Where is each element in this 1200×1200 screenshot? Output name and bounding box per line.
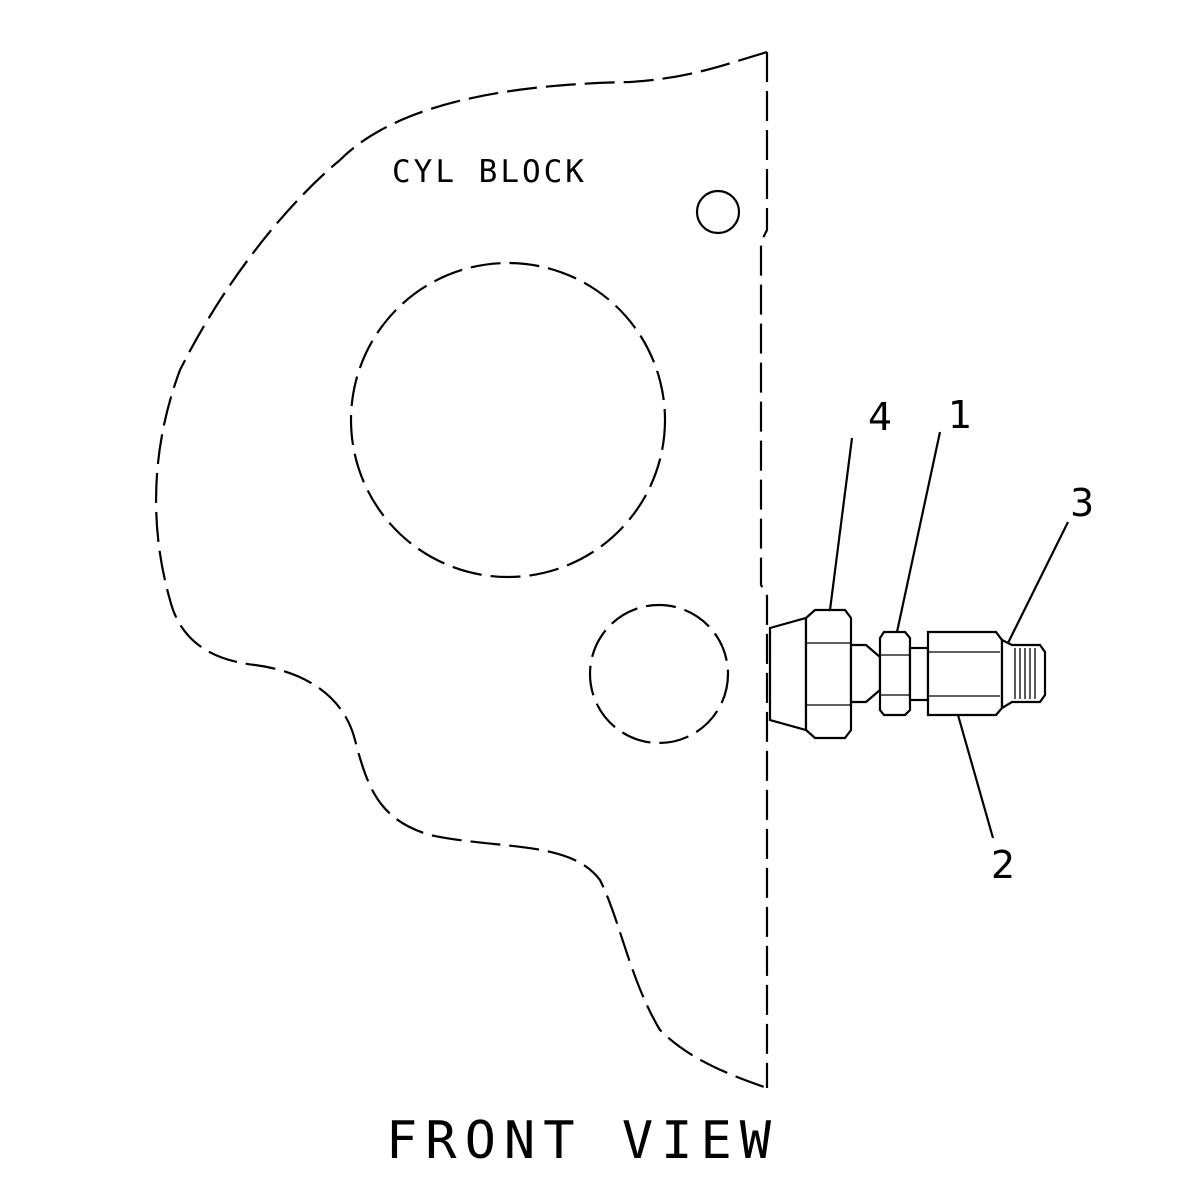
cyl-block-label: CYL BLOCK [392,154,587,190]
fitting-connector [908,646,930,702]
fitting-base [768,616,808,732]
callout-3: 3 [1070,481,1094,525]
fitting-assembly [768,608,1047,740]
callout-4: 4 [868,395,892,439]
leader-line-2 [956,714,995,839]
leader-line-4 [828,437,854,611]
part-4-hex-nut [804,608,853,740]
small-bore-circle [588,603,730,745]
part-1-small-nut [878,630,912,717]
block-right-edge [759,52,769,1088]
fitting-neck [849,643,882,704]
bolt-hole [695,189,741,235]
part-3-threaded-end [1000,638,1047,710]
leader-line-3 [1007,521,1069,644]
large-bore-circle [349,261,667,579]
cylinder-block-outline [154,50,768,1090]
callout-2: 2 [991,843,1015,887]
front-view-label: FRONT VIEW [386,1111,779,1171]
leader-line-1 [895,431,942,633]
part-2-hex-body [926,630,1004,717]
callout-1: 1 [948,393,972,437]
